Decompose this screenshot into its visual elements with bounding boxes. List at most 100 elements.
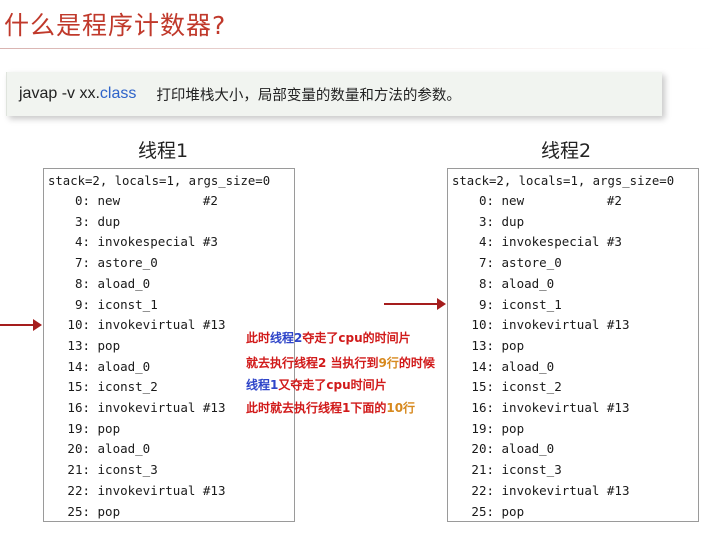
note-line-4-b: 10行 [386, 401, 416, 415]
bytecode-instruction: iconst_2 [501, 379, 562, 395]
thread1-code-box: stack=2, locals=1, args_size=0 0: new #2… [43, 168, 295, 522]
bytecode-instruction: pop [97, 503, 121, 519]
bytecode-offset: 13: [67, 337, 90, 353]
thread1-bytecode-row: 20: aload_0 [44, 439, 150, 459]
bytecode-offset: 3: [478, 213, 494, 229]
bytecode-offset: 16: [471, 400, 494, 415]
bytecode-offset: 21: [471, 462, 494, 478]
bytecode-offset: 22: [67, 482, 90, 498]
thread2-bytecode-row: 19: pop [448, 419, 524, 439]
bytecode-instruction: invokevirtual #13 [501, 317, 630, 333]
bytecode-instruction: dup [97, 213, 121, 229]
bytecode-offset: 20: [67, 441, 90, 457]
note-line-1-b: 线程2 [270, 331, 303, 345]
page-title: 什么是程序计数器? [4, 11, 227, 40]
note-line-2: 就去执行线程2 当执行到9行的时候 [246, 354, 435, 372]
bytecode-offset: 8: [478, 275, 494, 291]
bytecode-offset: 15: [471, 379, 494, 395]
note-line-3-a: 线程1 [246, 378, 279, 392]
bytecode-instruction: invokevirtual #13 [501, 482, 630, 498]
bytecode-offset: 22: [471, 482, 494, 498]
bytecode-instruction: pop [501, 420, 525, 436]
bytecode-offset: 9: [478, 296, 494, 312]
thread2-bytecode-row: 7: astore_0 [448, 253, 562, 273]
bytecode-instruction: aload_0 [501, 441, 555, 457]
bytecode-offset: 7: [74, 255, 90, 271]
bytecode-offset: 7: [478, 255, 494, 271]
thread2-bytecode-row: 10: invokevirtual #13 [448, 315, 629, 335]
command-javap: javap -v xx. [19, 85, 100, 102]
bytecode-instruction: invokespecial #3 [97, 234, 218, 250]
bytecode-offset: 19: [67, 420, 90, 436]
bytecode-offset: 8: [74, 275, 90, 291]
bytecode-offset: 9: [74, 296, 90, 312]
note-line-1: 此时线程2夺走了cpu的时间片 [246, 329, 411, 347]
bytecode-offset: 4: [478, 234, 494, 250]
bytecode-instruction: invokevirtual #13 [97, 317, 226, 333]
thread1-code-header: stack=2, locals=1, args_size=0 [48, 174, 271, 188]
thread2-bytecode-row: 8: aload_0 [448, 274, 554, 294]
thread2-pc-arrow [384, 298, 446, 310]
bytecode-offset: 14: [67, 358, 90, 374]
title-underline [0, 48, 716, 49]
thread1-bytecode-row: 19: pop [44, 419, 120, 439]
thread2-bytecode-row: 3: dup [448, 212, 524, 232]
thread1-bytecode-row: 15: iconst_2 [44, 377, 158, 397]
bytecode-instruction: invokevirtual #13 [97, 400, 226, 415]
bytecode-instruction: pop [97, 420, 121, 436]
bytecode-instruction: aload_0 [97, 441, 151, 457]
bytecode-instruction: invokespecial #3 [501, 234, 622, 250]
thread1-bytecode-row: 7: astore_0 [44, 253, 158, 273]
bytecode-offset: 4: [74, 234, 90, 250]
bytecode-offset: 25: [67, 503, 90, 519]
thread2-code-header: stack=2, locals=1, args_size=0 [452, 174, 675, 188]
bytecode-instruction: new #2 [501, 193, 622, 208]
bytecode-instruction: astore_0 [97, 255, 158, 271]
bytecode-offset: 25: [471, 503, 494, 519]
thread2-bytecode-row: 16: invokevirtual #13 [448, 398, 629, 418]
bytecode-offset: 21: [67, 462, 90, 478]
thread2-bytecode-row: 0: new #2 [448, 191, 622, 211]
bytecode-instruction: astore_0 [501, 255, 562, 271]
thread1-pc-arrow [0, 319, 42, 331]
note-line-1-c: 夺走了cpu的时间片 [302, 331, 411, 345]
thread1-title: 线程1 [138, 140, 189, 162]
bytecode-instruction: aload_0 [501, 275, 555, 291]
bytecode-offset: 19: [471, 420, 494, 436]
note-line-3-b: 又夺走了cpu时间片 [278, 378, 387, 392]
thread1-bytecode-row: 22: invokevirtual #13 [44, 481, 225, 501]
bytecode-offset: 0: [478, 193, 494, 208]
thread1-bytecode-row: 25: pop [44, 502, 120, 522]
thread2-title: 线程2 [541, 140, 592, 162]
bytecode-offset: 20: [471, 441, 494, 457]
thread1-bytecode-row: 4: invokespecial #3 [44, 232, 218, 252]
thread1-bytecode-row: 9: iconst_1 [44, 295, 158, 315]
thread1-bytecode-row: 8: aload_0 [44, 274, 150, 294]
thread1-bytecode-row: 10: invokevirtual #13 [44, 315, 225, 335]
thread1-bytecode-row: 0: new #2 [44, 191, 218, 211]
bytecode-offset: 3: [74, 213, 90, 229]
bytecode-instruction: iconst_3 [501, 462, 562, 478]
bytecode-offset: 10: [67, 317, 90, 333]
note-line-2-b: 9行 [378, 356, 399, 370]
note-line-3: 线程1又夺走了cpu时间片 [246, 376, 387, 394]
bytecode-instruction: iconst_3 [97, 462, 158, 478]
thread2-bytecode-row: 14: aload_0 [448, 357, 554, 377]
thread1-bytecode-row: 14: aload_0 [44, 357, 150, 377]
bytecode-offset: 13: [471, 337, 494, 353]
thread2-bytecode-row: 22: invokevirtual #13 [448, 481, 629, 501]
bytecode-instruction: iconst_1 [501, 296, 562, 312]
bytecode-instruction: iconst_2 [97, 379, 158, 395]
bytecode-instruction: pop [97, 337, 121, 353]
bytecode-instruction: aload_0 [97, 275, 151, 291]
bytecode-instruction: dup [501, 213, 525, 229]
bytecode-offset: 15: [67, 379, 90, 395]
thread2-bytecode-row: 4: invokespecial #3 [448, 232, 622, 252]
thread1-bytecode-row: 13: pop [44, 336, 120, 356]
note-line-1-a: 此时 [246, 331, 271, 345]
note-line-4-a: 此时就去执行线程1下面的 [246, 401, 387, 415]
bytecode-instruction: invokevirtual #13 [97, 482, 226, 498]
note-line-4: 此时就去执行线程1下面的10行 [246, 399, 415, 417]
thread2-bytecode-row: 15: iconst_2 [448, 377, 562, 397]
bytecode-instruction: invokevirtual #13 [501, 400, 630, 415]
